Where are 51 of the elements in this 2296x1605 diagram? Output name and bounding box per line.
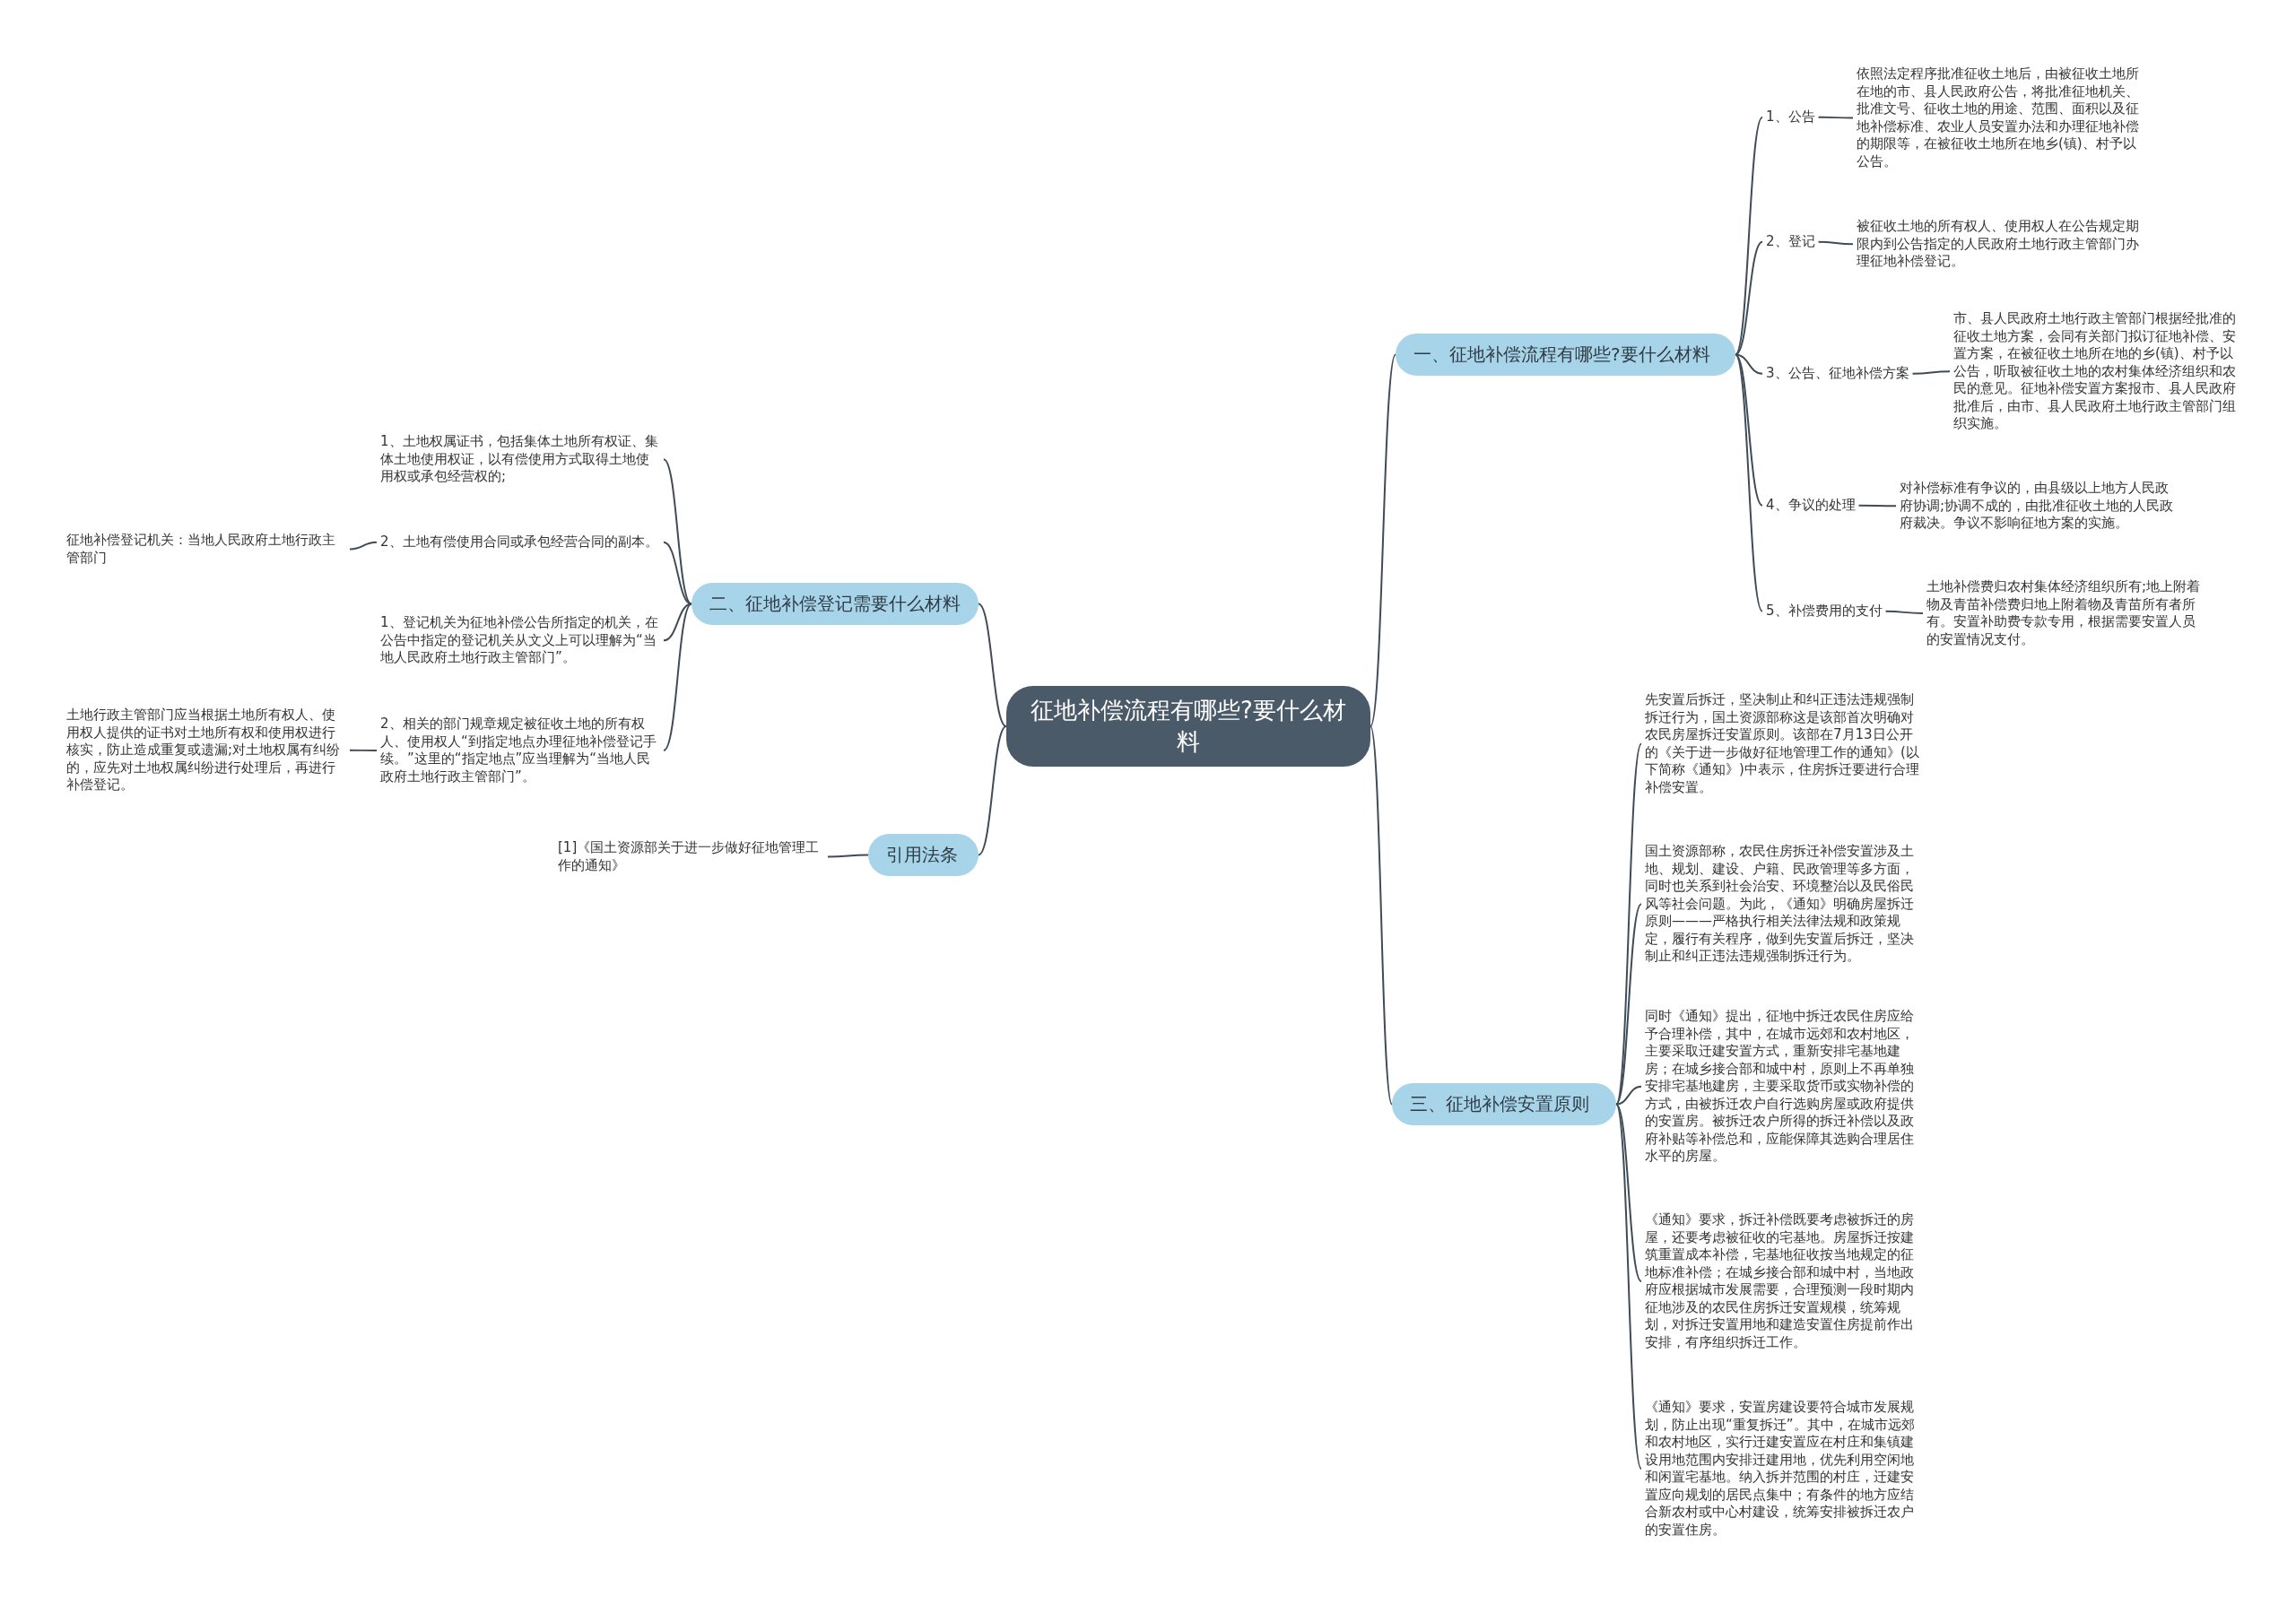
note-text: 先安置后拆迁，坚决制止和纠正违法违规强制拆迁行为，国土资源部称这是该部首次明确对农民房屋拆迁安置原则。该部在7月13日公开的《关于进一步做好征地管理工作的通知》(以下简称《通知》)中表示，住房拆迁要进行合理补偿安置。 (1641, 689, 1928, 799)
note-text: [1]《国土资源部关于进一步做好征地管理工作的通知》 (554, 837, 828, 877)
topic-pill: 二、征地补偿登记需要什么材料 (691, 583, 978, 625)
subtopic-label: 4、争议的处理 (1762, 494, 1859, 517)
connector-line (978, 725, 1007, 856)
connector-line (1735, 353, 1763, 375)
connector-line (978, 603, 1007, 728)
connector-line (827, 854, 869, 858)
connector-line (1911, 370, 1951, 375)
note-text: 2、土地有偿使用合同或承包经营合同的副本。 (377, 531, 664, 554)
note-text: 2、相关的部门规章规定被征收土地的所有权人、使用权人“到指定地点办理征地补偿登记手续。”这里的“指定地点”应当理解为“当地人民政府土地行政主管部门”。 (377, 713, 664, 788)
connector-line (1615, 903, 1642, 1106)
connector-line (663, 603, 692, 751)
connector-line (1615, 1085, 1642, 1106)
note-text: 1、登记机关为征地补偿公告所指定的机关，在公告中指定的登记机关从文义上可以理解为“当地人民政府土地行政主管部门”。 (377, 612, 664, 670)
connector-line (1735, 116, 1763, 356)
connector-line (1817, 240, 1854, 246)
connector-line (1817, 116, 1854, 119)
connector-line (1370, 353, 1396, 728)
connector-line (1884, 610, 1924, 614)
connector-line (349, 541, 378, 551)
subtopic-label: 2、登记 (1762, 230, 1819, 254)
note-text: 《通知》要求，拆迁补偿既要考虑被拆迁的房屋，还要考虑被征收的宅基地。房屋拆迁按建筑重置成本补偿，宅基地征收按当地规定的征地标准补偿；在城乡接合部和城中村，当地政府应根据城市发展需要，合理预测一段时期内征地涉及的农民住房拆迁安置规模，统筹规划，对拆迁安置用地和建造安置住房提前作出安排，有序组织拆迁工作。 (1641, 1209, 1928, 1354)
topic-pill: 三、征地补偿安置原则 (1392, 1083, 1616, 1125)
note-text: 市、县人民政府土地行政主管部门根据经批准的征收土地方案，会同有关部门拟订征地补偿、安置方案，在被征收土地所在地的乡(镇)、村予以公告，听取被征收土地的农村集体经济组织和农民的意见。征地补偿安置方案报市、县人民政府批准后，由市、县人民政府土地行政主管部门组织实施。 (1950, 308, 2241, 436)
note-text: 征地补偿登记机关：当地人民政府土地行政主管部门 (63, 529, 350, 569)
note-text: 《通知》要求，安置房建设要符合城市发展规划，防止出现“重复拆迁”。其中，在城市远郊和农村地区，实行迁建安置应在村庄和集镇建设用地范围内安排迁建用地，优先利用空闲地和闲置宅基地。纳入拆并范围的村庄，迁建安置应向规划的居民点集中；有条件的地方应结合新农村或中心村建设，统筹安排被拆迁农户的安置住房。 (1641, 1396, 1928, 1541)
connector-line (663, 458, 692, 605)
connector-line (1735, 353, 1763, 507)
subtopic-label: 5、补偿费用的支付 (1762, 600, 1886, 623)
note-text: 国土资源部称，农民住房拆迁补偿安置涉及土地、规划、建设、户籍、民政管理等多方面，同时也关系到社会治安、环境整治以及民俗民风等社会问题。为此，《通知》明确房屋拆迁原则———严格执行相关法律法规和政策规定，履行有关程序，做到先安置后拆迁，坚决制止和纠正违法违规强制拆迁行为。 (1641, 840, 1928, 968)
connector-line (1857, 504, 1897, 508)
connector-line (1735, 353, 1763, 612)
subtopic-label: 1、公告 (1762, 106, 1819, 129)
connector-line (1615, 1103, 1642, 1470)
note-text: 依照法定程序批准征收土地后，由被征收土地所在地的市、县人民政府公告，将批准征地机关、批准文号、征收土地的用途、范围、面积以及征地补偿标准、农业人员安置办法和办理征地补偿的期限等，在被征收土地所在地乡(镇)、村予以公告。 (1853, 63, 2144, 173)
note-text: 土地行政主管部门应当根据土地所有权人、使用权人提供的证书对土地所有权和使用权进行核实，防止造成重复或遗漏;对土地权属有纠纷的，应先对土地权属纠纷进行处理后，再进行补偿登记。 (63, 704, 350, 797)
note-text: 1、土地权属证书，包括集体土地所有权证、集体土地使用权证，以有偿使用方式取得土地使用权或承包经营权的; (377, 430, 664, 489)
connector-line (663, 603, 692, 642)
connector-line (1370, 725, 1393, 1106)
note-text: 被征收土地的所有权人、使用权人在公告规定期限内到公告指定的人民政府土地行政主管部门办理征地补偿登记。 (1853, 215, 2144, 273)
connector-line (1615, 1103, 1642, 1282)
note-text: 对补偿标准有争议的，由县级以上地方人民政府协调;协调不成的，由批准征收土地的人民政府裁决。争议不影响征地方案的实施。 (1896, 477, 2183, 535)
topic-pill: 引用法条 (868, 834, 978, 876)
subtopic-label: 3、公告、征地补偿方案 (1762, 362, 1913, 386)
topic-pill: 一、征地补偿流程有哪些?要什么材料 (1396, 334, 1735, 376)
connector-line (349, 749, 378, 751)
note-text: 同时《通知》提出，征地中拆迁农民住房应给予合理补偿，其中，在城市远郊和农村地区，主要采取迁建安置方式，重新安排宅基地建房；在城乡接合部和城中村，原则上不再单独安排宅基地建房，主要采取货币或实物补偿的方式，由被拆迁农户自行选购房屋或政府提供的安置房。被拆迁农户所得的拆迁补偿以及政府补贴等补偿总和，应能保障其选购合理居住水平的房屋。 (1641, 1005, 1928, 1168)
central-topic: 征地补偿流程有哪些?要什么材料 (1006, 686, 1370, 768)
connector-line (1735, 240, 1763, 356)
note-text: 土地补偿费归农村集体经济组织所有;地上附着物及青苗补偿费归地上附着物及青苗所有者所有。安置补助费专款专用，根据需要安置人员的安置情况支付。 (1923, 576, 2210, 651)
